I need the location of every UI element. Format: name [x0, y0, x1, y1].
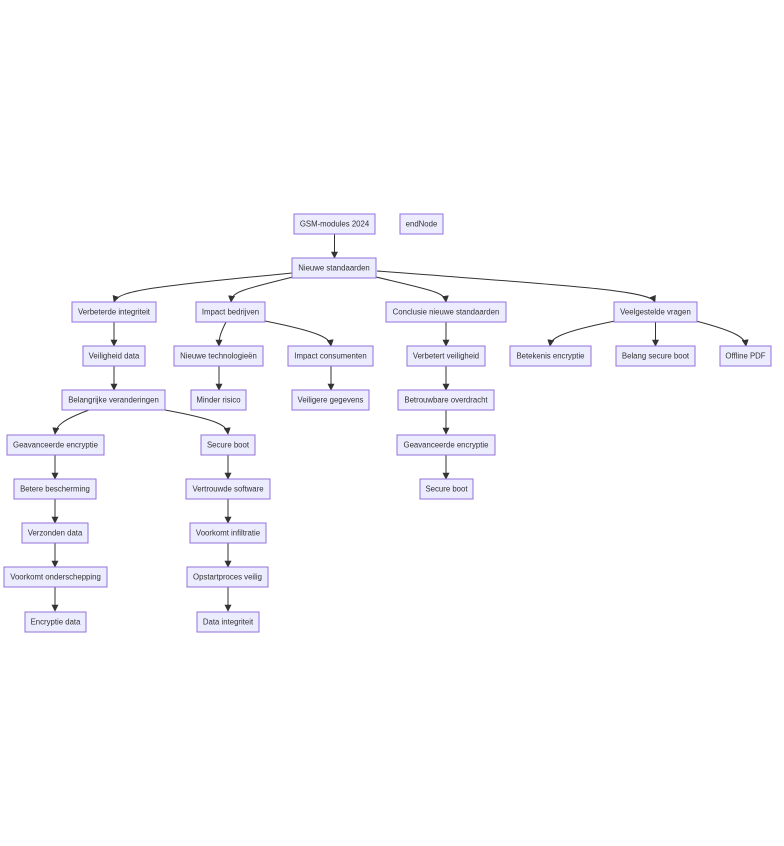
edge-nieuwe-impact — [228, 276, 294, 303]
node-belang-secure-boot: Belang secure boot — [615, 345, 696, 367]
node-label: Secure boot — [207, 441, 250, 450]
node-impact-consumenten: Impact consumenten — [287, 345, 374, 367]
node-label: Opstartproces veilig — [193, 573, 262, 582]
node-label: Veiligere gegevens — [298, 396, 364, 405]
node-label: Voorkomt onderschepping — [10, 573, 101, 582]
node-label: Verbetert veiligheid — [413, 352, 479, 361]
node-voorkomt-infiltratie: Voorkomt infiltratie — [189, 522, 267, 544]
node-data-integriteit: Data integriteit — [196, 611, 260, 633]
node-verzonden-data: Verzonden data — [21, 522, 89, 544]
node-label: Betere bescherming — [20, 485, 90, 494]
edge-faq-offline — [695, 320, 749, 347]
node-label: Voorkomt infiltratie — [196, 529, 260, 538]
edge-impact-nieuwtech — [215, 321, 227, 347]
node-label: endNode — [406, 220, 438, 229]
nodes: GSM-modules 2024 endNode Nieuwe standaar… — [3, 213, 772, 633]
node-label: Belang secure boot — [622, 352, 690, 361]
node-end-node: endNode — [399, 213, 444, 235]
node-label: Veiligheid data — [89, 352, 140, 361]
edge-belang-sbM — [164, 409, 231, 435]
node-minder-risico: Minder risico — [190, 389, 247, 411]
node-opstartproces-veilig: Opstartproces veilig — [186, 566, 269, 588]
node-label: Belangrijke veranderingen — [68, 396, 159, 405]
node-impact-bedrijven: Impact bedrijven — [195, 301, 266, 323]
edge-nieuwe-verbint — [112, 272, 293, 303]
node-betekenis-encryptie: Betekenis encryptie — [509, 345, 592, 367]
node-label: Geavanceerde encryptie — [13, 441, 98, 450]
node-secure-boot-right: Secure boot — [419, 478, 474, 500]
node-label: GSM-modules 2024 — [300, 220, 370, 229]
node-label: Conclusie nieuwe standaarden — [393, 308, 500, 317]
node-verbeterde-integriteit: Verbeterde integriteit — [71, 301, 157, 323]
node-geavanceerde-encryptie-left: Geavanceerde encryptie — [6, 434, 105, 456]
node-nieuwe-technologieen: Nieuwe technologieën — [173, 345, 264, 367]
node-betere-bescherming: Betere bescherming — [13, 478, 97, 500]
node-betrouwbare-overdracht: Betrouwbare overdracht — [397, 389, 495, 411]
node-veiligere-gegevens: Veiligere gegevens — [291, 389, 370, 411]
node-label: Secure boot — [425, 485, 468, 494]
node-label: Betrouwbare overdracht — [404, 396, 488, 405]
edge-impact-impcons — [264, 320, 334, 347]
node-veelgestelde-vragen: Veelgestelde vragen — [613, 301, 698, 323]
node-label: Verzonden data — [28, 529, 83, 538]
node-label: Nieuwe standaarden — [298, 264, 370, 273]
node-label: Minder risico — [196, 396, 241, 405]
node-encryptie-data: Encryptie data — [24, 611, 87, 633]
node-label: Betekenis encryptie — [516, 352, 584, 361]
node-secure-boot-middle: Secure boot — [200, 434, 256, 456]
node-label: Nieuwe technologieën — [180, 352, 257, 361]
node-label: Geavanceerde encryptie — [404, 441, 489, 450]
node-label: Offline PDF — [725, 352, 765, 361]
node-label: Vertrouwde software — [192, 485, 263, 494]
node-label: Veelgestelde vragen — [620, 308, 691, 317]
edge-belang-geavL — [52, 409, 90, 435]
edge-faq-betenc — [547, 320, 616, 347]
node-label: Data integriteit — [203, 618, 254, 627]
node-label: Impact bedrijven — [202, 308, 259, 317]
edge-nieuwe-concl — [375, 276, 449, 303]
node-vertrouwde-software: Vertrouwde software — [185, 478, 271, 500]
edges — [51, 234, 749, 612]
node-conclusie-nieuwe-standaarden: Conclusie nieuwe standaarden — [385, 301, 507, 323]
node-label: Encryptie data — [31, 618, 82, 627]
edge-nieuwe-faq — [376, 270, 656, 303]
node-voorkomt-onderschepping: Voorkomt onderschepping — [3, 566, 108, 588]
node-veiligheid-data: Veiligheid data — [82, 345, 146, 367]
node-offline-pdf: Offline PDF — [719, 345, 772, 367]
node-verbetert-veiligheid: Verbetert veiligheid — [406, 345, 486, 367]
node-label: Verbeterde integriteit — [78, 308, 151, 317]
node-nieuwe-standaarden: Nieuwe standaarden — [291, 257, 377, 279]
node-gsm-modules-2024: GSM-modules 2024 — [293, 213, 376, 235]
node-label: Impact consumenten — [294, 352, 366, 361]
node-belangrijke-veranderingen: Belangrijke veranderingen — [61, 389, 166, 411]
node-geavanceerde-encryptie-right: Geavanceerde encryptie — [396, 434, 496, 456]
